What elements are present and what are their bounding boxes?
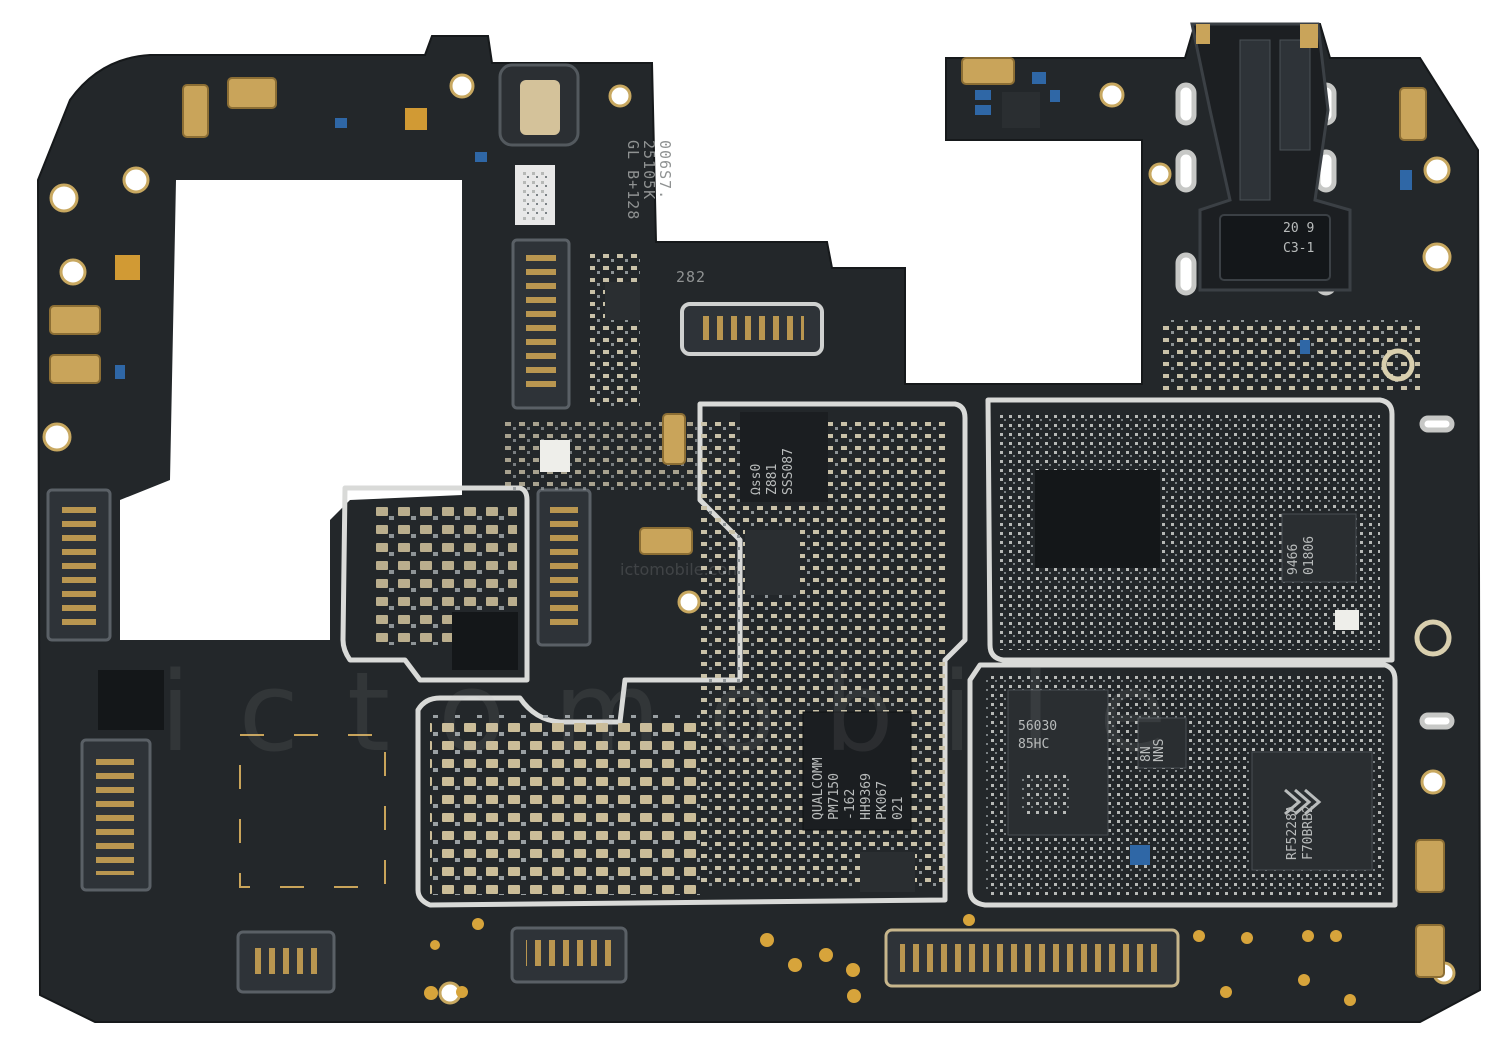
pmic-line3: -162 bbox=[843, 789, 858, 820]
pmic-model: PM7150 bbox=[827, 773, 842, 820]
chip-shield-left bbox=[452, 612, 518, 670]
connector-bottom-long bbox=[884, 928, 1180, 988]
ic-rf-l1: RF5228A bbox=[1285, 805, 1300, 860]
test-pads bbox=[115, 108, 1356, 1006]
jack-code-2: C3-1 bbox=[1283, 241, 1314, 256]
board-cutout bbox=[120, 180, 462, 640]
coax-connectors bbox=[1381, 348, 1452, 657]
chip-topright bbox=[1002, 92, 1040, 128]
mounting-holes bbox=[42, 73, 1456, 1005]
connector-mid-upper bbox=[511, 238, 571, 410]
headphone-jack: 20 9 C3-1 bbox=[1190, 22, 1352, 292]
connector-bottom-center bbox=[510, 926, 628, 984]
pmic-line5: PK067 bbox=[875, 781, 890, 820]
chip-9466: 9466 01806 bbox=[1281, 513, 1357, 583]
ic-9466-l1: 9466 bbox=[1286, 544, 1301, 575]
connector-mid-lower bbox=[536, 488, 592, 647]
pmic-brand: QUALCOMM bbox=[811, 757, 826, 820]
ic-9466-l2: 01806 bbox=[1302, 536, 1317, 575]
watermark-small: ictomobile.com bbox=[620, 560, 743, 579]
watermark-big: ictomobile bbox=[160, 648, 1215, 776]
connector-left-bottom bbox=[80, 738, 152, 892]
connector-bottom-left bbox=[236, 930, 336, 994]
ic-small-l2: NNS bbox=[1152, 739, 1167, 762]
ic-small-l1: 8N bbox=[1139, 746, 1154, 762]
silk-line-2: 25105K bbox=[640, 140, 658, 200]
chip-left bbox=[98, 670, 164, 730]
chip-56030: 56030 85HC bbox=[1007, 689, 1109, 836]
chip-small-1: Ωss0 Z881 SSS087 bbox=[740, 412, 828, 502]
ic-56030-l1: 56030 bbox=[1018, 719, 1057, 734]
chip-small-8n: 8N NNS bbox=[1137, 717, 1187, 769]
ic-rf-l2: F70BRB2 bbox=[1301, 805, 1316, 860]
chip-rf: RF5228A F70BRB2 bbox=[1251, 751, 1373, 871]
blue-caps bbox=[115, 72, 1412, 865]
ic-56030-l2: 85HC bbox=[1018, 737, 1049, 752]
pmic-line4: HH9369 bbox=[859, 773, 874, 820]
jack-code-1: 20 9 bbox=[1283, 221, 1314, 236]
chip-mid bbox=[745, 530, 800, 595]
chip-pmic: QUALCOMM PM7150 -162 HH9369 PK067 021 bbox=[802, 711, 912, 831]
board-number: 282 bbox=[676, 268, 706, 286]
silkscreen-block: GL B+128 25105K 006S7. bbox=[624, 140, 674, 220]
small-chip1-l3: SSS087 bbox=[781, 448, 796, 495]
camera-frame-marks bbox=[239, 734, 386, 888]
connector-left-top bbox=[46, 488, 112, 642]
microphone bbox=[498, 63, 580, 147]
spring-contacts bbox=[49, 57, 1445, 978]
small-chip1-l1: Ωss0 bbox=[749, 464, 764, 495]
connector-top-horizontal bbox=[680, 302, 824, 356]
small-chip1-l2: Z881 bbox=[765, 464, 780, 495]
chip-processor bbox=[1035, 470, 1160, 568]
pmic-line6: 021 bbox=[891, 797, 906, 820]
silk-line-1: GL B+128 bbox=[624, 140, 642, 220]
silk-line-3: 006S7. bbox=[656, 140, 674, 200]
